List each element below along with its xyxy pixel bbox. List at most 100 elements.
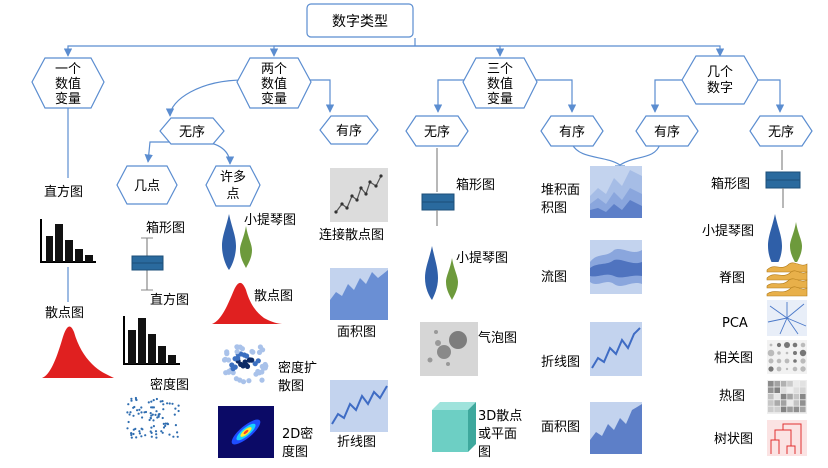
boxplot-thumbnail-1: [131, 237, 164, 291]
stacked-area-line2: 积图: [541, 201, 567, 216]
scatter-cloud-point: [138, 430, 141, 433]
ridge-thumbnail: [766, 262, 808, 297]
heatmap-cell: [793, 381, 800, 387]
scatter-cloud-point: [162, 403, 165, 406]
density-2d-thumbnail: [218, 406, 274, 458]
heatmap-cell: [800, 406, 806, 413]
heatmap-cell: [800, 387, 806, 393]
scatter-3d-line2: 或平面: [478, 427, 517, 442]
pca-label: PCA: [722, 316, 748, 331]
scatter-cloud-point: [171, 402, 174, 405]
hexbin-cell: [221, 357, 228, 363]
one-variable-node: 一个 数值 变量: [31, 57, 105, 109]
scatter-cloud-point: [148, 418, 151, 422]
violin-thumbnail-2: [425, 246, 458, 300]
correlogram-cell: [776, 358, 782, 364]
three-variables-line3: 变量: [487, 91, 513, 107]
dendrogram-thumbnail: [767, 420, 807, 456]
correlogram-cell: [792, 342, 798, 348]
scatter-cloud-point: [174, 407, 177, 410]
scatter-cloud-point: [130, 397, 133, 400]
area-thumbnail-1: [330, 268, 388, 320]
hexbin-cell: [244, 353, 250, 359]
area-thumbnail-2: [590, 402, 642, 454]
scatter-cloud-point: [164, 422, 167, 425]
few-points-label: 几点: [134, 179, 160, 194]
hexbin-cell: [250, 349, 256, 355]
scatter-cloud-point: [162, 422, 165, 425]
pca-thumbnail: [767, 300, 807, 336]
heatmap-cell: [780, 400, 787, 406]
density-2d-line1: 2D密: [282, 426, 313, 442]
scatter-cloud-point: [143, 411, 146, 414]
scatter-cloud-point: [162, 408, 165, 411]
hexbin-cell: [262, 365, 268, 371]
line-label-2: 折线图: [541, 355, 580, 370]
scatter-cloud-point: [164, 424, 167, 427]
several-ordered-label: 有序: [654, 125, 680, 140]
scatter-cloud-point: [168, 402, 171, 405]
correlogram-cell: [776, 342, 782, 348]
scatter-cloud-point: [138, 432, 141, 435]
heatmap-cell: [800, 381, 806, 387]
density-red-thumbnail-2: [212, 282, 282, 324]
stacked-area-thumbnail: [590, 166, 642, 218]
scatter-cloud-point: [136, 409, 139, 412]
hexbin-cell: [226, 368, 232, 375]
heatmap-cell: [800, 400, 806, 406]
root-label: 数字类型: [332, 14, 388, 30]
scatter-cloud-point: [152, 399, 155, 402]
two-variables-line3: 变量: [261, 91, 287, 107]
scatter-cloud-point: [127, 403, 130, 406]
connectors: [63, 38, 785, 302]
bubble-thumbnail: [420, 322, 478, 376]
scatter-cloud-point: [137, 412, 140, 415]
correlogram-thumbnail: [767, 340, 807, 374]
two-var-unordered-node: 无序: [159, 117, 225, 145]
three-var-ordered-node: 有序: [540, 115, 604, 147]
hexbin-cell: [246, 378, 252, 384]
scatter-cloud-point: [157, 415, 160, 418]
area-label-2: 面积图: [541, 420, 580, 435]
scatter-cloud-point: [150, 400, 153, 403]
connected-scatter-label: 连接散点图: [319, 227, 384, 243]
heatmap-cell: [800, 393, 806, 400]
scatter-cloud-point: [154, 430, 158, 433]
violin-label-1: 小提琴图: [244, 212, 296, 228]
scatter-cloud-point: [152, 419, 155, 422]
scatter-cloud-point: [127, 420, 130, 424]
hexbin-cell: [237, 377, 243, 383]
scatter-cloud-point: [140, 411, 143, 414]
stacked-area-line1: 堆积面: [541, 183, 580, 198]
scatter-cloud-point: [161, 416, 164, 420]
heatmap-cell: [768, 381, 774, 387]
several-numbers-line1: 几个: [707, 65, 733, 80]
density-red-thumbnail: [42, 326, 114, 378]
heatmap-cell: [774, 400, 780, 406]
scatter-cloud-point: [133, 405, 136, 409]
scatter-cloud-point: [154, 413, 157, 416]
heatmap-cell: [793, 406, 800, 413]
correlogram-cell: [785, 351, 789, 355]
scatter-cloud-point: [168, 433, 171, 436]
scatter-3d-thumbnail: [420, 402, 478, 458]
heatmap-cell: [774, 406, 780, 413]
heatmap-cell: [793, 387, 800, 393]
hexbin-cell: [230, 370, 236, 376]
stream-label: 流图: [541, 270, 567, 285]
scatter-cloud-point: [155, 397, 158, 401]
scatter-cloud-point: [159, 400, 162, 403]
line-thumbnail-2: [590, 322, 642, 376]
several-unordered-label: 无序: [768, 125, 794, 140]
scatter-cloud-point: [132, 428, 135, 431]
boxplot-label-3: 箱形图: [711, 176, 750, 192]
hexbin-cell: [247, 357, 253, 363]
scatter-cloud-point: [130, 433, 133, 437]
scatter-cloud-point: [160, 430, 163, 433]
line-label-1: 折线图: [337, 435, 376, 450]
scatter-cloud-point: [126, 427, 129, 430]
scatter-3d-line3: 图: [478, 445, 491, 460]
hexbin-cell: [232, 364, 238, 370]
connected-scatter-thumbnail: [330, 168, 388, 222]
